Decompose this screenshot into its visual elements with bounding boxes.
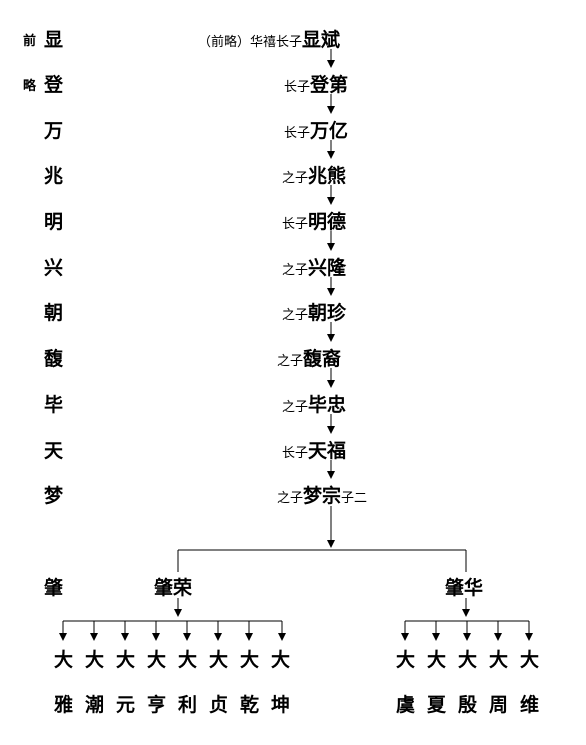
lineage-row: 之子兆熊: [282, 161, 346, 188]
generation-char: 肇: [44, 577, 64, 599]
lineage-row: 之子兴隆: [282, 253, 346, 280]
relation-label: 之子: [282, 171, 309, 186]
child-second-char: 夏: [427, 694, 447, 716]
child-second-char: 殷: [458, 694, 478, 716]
person-name: 天福: [308, 440, 347, 462]
child-second-char: 潮: [85, 694, 105, 716]
relation-label: 之子: [282, 308, 309, 323]
child-second-char: 雅: [54, 694, 74, 716]
person-name: 明德: [308, 211, 347, 233]
person-name: 毕忠: [308, 394, 347, 416]
generation-char: 兆: [44, 165, 64, 187]
child-second-char: 亨: [147, 694, 167, 716]
person-name: 梦宗: [303, 485, 342, 507]
person-name: 兴隆: [308, 257, 347, 279]
child-first-char: 大: [178, 649, 198, 671]
person-name: 朝珍: [308, 302, 347, 324]
person-name: 万亿: [310, 120, 349, 142]
generation-char: 梦: [44, 485, 64, 507]
child-second-char: 利: [178, 694, 198, 716]
child-second-char: 贞: [209, 694, 229, 716]
child-second-char: 乾: [240, 694, 260, 716]
branch-right-name: 肇华: [445, 577, 484, 599]
person-name: 显斌: [302, 29, 341, 51]
child-first-char: 大: [489, 649, 509, 671]
relation-label: 长子: [282, 446, 309, 461]
generation-char: 明: [44, 211, 64, 233]
child-first-char: 大: [54, 649, 74, 671]
relation-label: 长子: [284, 126, 311, 141]
child-first-char: 大: [209, 649, 229, 671]
relation-label: （前略）华禧长子: [198, 35, 303, 50]
relation-label: 长子: [284, 80, 311, 95]
lineage-row: 长子登第: [284, 70, 348, 97]
generation-char: 万: [44, 120, 64, 142]
child-first-char: 大: [147, 649, 167, 671]
lineage-row: 长子明德: [282, 207, 346, 234]
generation-char: 馥: [44, 348, 64, 370]
child-first-char: 大: [396, 649, 416, 671]
lineage-row: 之子馥裔: [277, 344, 341, 371]
lineage-row: （前略）华禧长子显斌: [198, 25, 340, 52]
person-name: 兆熊: [308, 165, 347, 187]
generation-char: 毕: [44, 394, 64, 416]
child-first-char: 大: [271, 649, 291, 671]
relation-label: 之子: [282, 263, 309, 278]
lineage-row: 长子天福: [282, 436, 346, 463]
child-first-char: 大: [427, 649, 447, 671]
child-second-char: 周: [489, 694, 509, 716]
child-first-char: 大: [116, 649, 136, 671]
generation-char: 天: [44, 440, 64, 462]
lineage-row: 长子万亿: [284, 116, 348, 143]
child-first-char: 大: [458, 649, 478, 671]
relation-label: 之子: [277, 491, 304, 506]
person-name: 登第: [310, 74, 349, 96]
lineage-row: 之子朝珍: [282, 298, 346, 325]
lineage-row: 之子毕忠: [282, 390, 346, 417]
children-count-label: 子二: [341, 491, 368, 506]
generation-char: 显: [44, 29, 64, 51]
relation-label: 之子: [282, 400, 309, 415]
child-first-char: 大: [85, 649, 105, 671]
child-second-char: 虞: [396, 694, 416, 716]
generation-char: 兴: [44, 257, 64, 279]
person-name: 馥裔: [303, 348, 342, 370]
generation-char: 登: [44, 74, 64, 96]
generation-char: 朝: [44, 302, 64, 324]
child-second-char: 维: [520, 694, 540, 716]
relation-label: 之子: [277, 354, 304, 369]
child-second-char: 坤: [271, 694, 291, 716]
child-second-char: 元: [116, 694, 136, 716]
prefix-qian: 前: [23, 34, 37, 49]
lineage-row: 之子梦宗子二: [277, 481, 367, 508]
branch-left-name: 肇荣: [154, 577, 193, 599]
child-first-char: 大: [520, 649, 540, 671]
child-first-char: 大: [240, 649, 260, 671]
prefix-lue: 略: [23, 79, 37, 94]
relation-label: 长子: [282, 217, 309, 232]
